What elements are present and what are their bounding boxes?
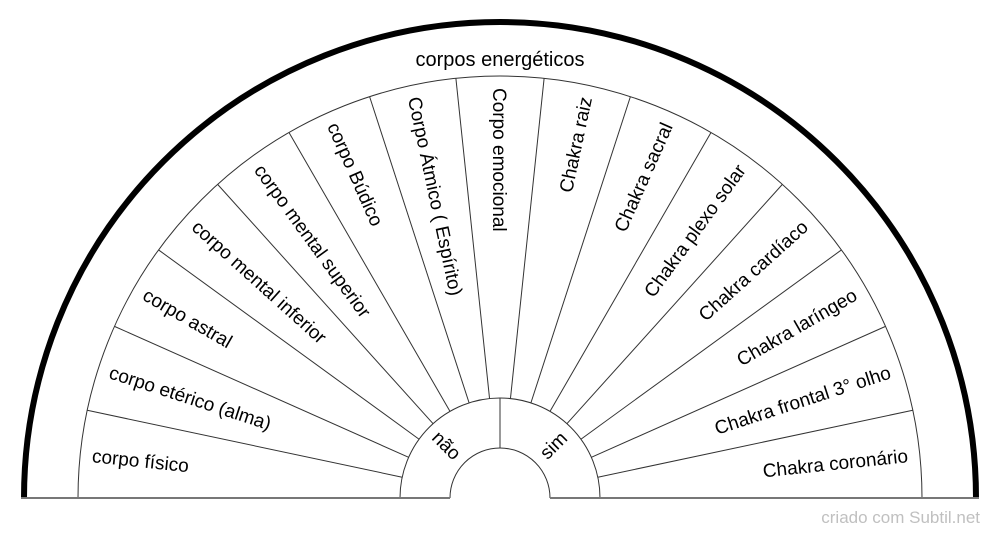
sector-divider [158, 249, 420, 440]
hub-inner-arc [449, 447, 551, 499]
hub-label-no[interactable]: não [427, 427, 464, 464]
hub-label-yes[interactable]: sim [536, 428, 572, 464]
sector-label[interactable]: corpo Búdico [322, 120, 386, 230]
chart-title: corpos energéticos [416, 49, 585, 71]
sector-label[interactable]: Chakra coronário [762, 446, 909, 482]
sector-label[interactable]: Chakra laríngeo [733, 285, 861, 371]
sector-divider [591, 325, 886, 458]
sector-label[interactable]: Chakra cardíaco [695, 217, 813, 326]
sector-divider [509, 78, 545, 399]
credit-text: criado com Subtil.net [821, 508, 980, 527]
sector-divider [530, 96, 631, 404]
sector-divider [549, 132, 712, 412]
sector-label[interactable]: corpo físico [91, 446, 190, 477]
sector-label[interactable]: Chakra sacral [611, 120, 678, 236]
sector-label[interactable]: Chakra raiz [556, 95, 597, 194]
sector-label[interactable]: Corpo Átmico ( Espírito) [403, 95, 466, 298]
sector-divider [217, 184, 434, 425]
sector-divider [580, 249, 842, 440]
sector-outer-arc [77, 75, 923, 499]
sector-divider [288, 132, 451, 412]
sector-label[interactable]: Chakra frontal 3° olho [712, 363, 893, 440]
sector-divider [597, 409, 913, 478]
sector-divider [455, 78, 491, 399]
sector-dividers [87, 78, 913, 478]
sector-divider [369, 96, 470, 404]
sector-label[interactable]: Corpo emocional [488, 88, 509, 232]
sector-label[interactable]: corpo etérico (alma) [106, 363, 273, 435]
sector-divider [114, 325, 409, 458]
sector-divider [87, 409, 403, 478]
sector-divider [566, 184, 783, 425]
outer-border-arc [21, 19, 979, 499]
